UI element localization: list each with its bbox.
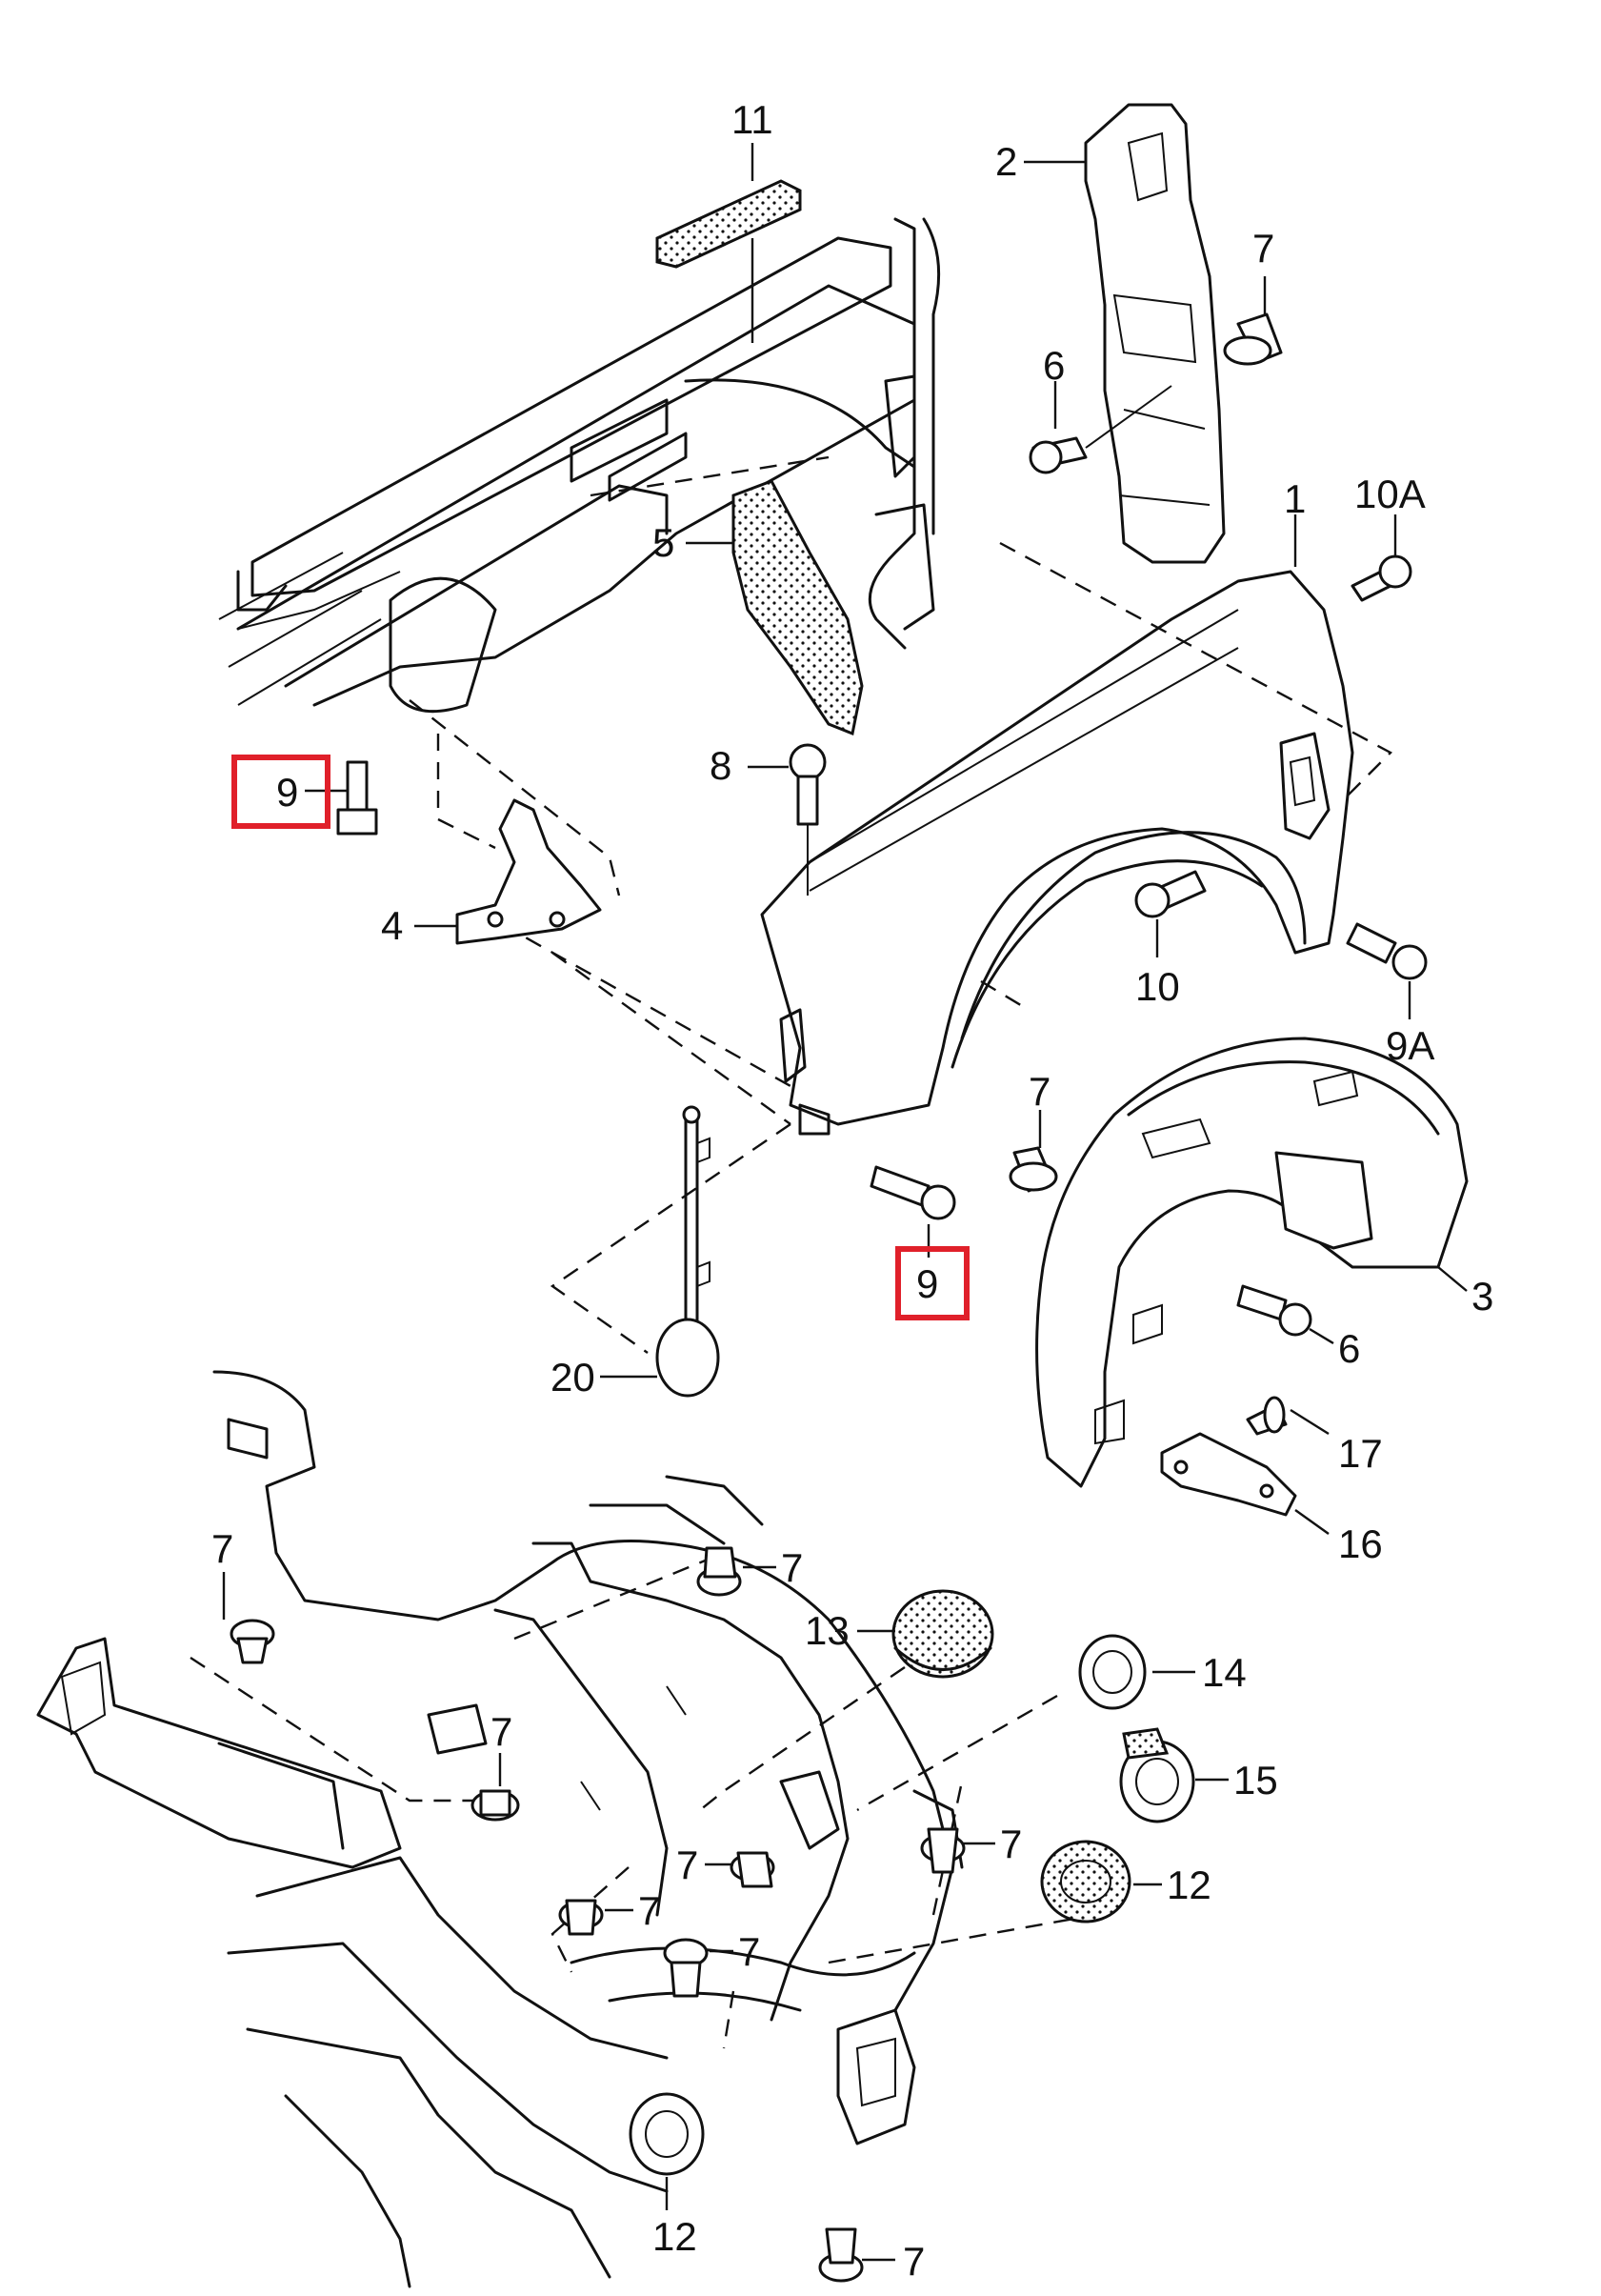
part-15-grommet (1119, 1727, 1229, 1823)
callout-9-right: 9 (916, 1261, 938, 1306)
part-5-foam-wedge (686, 479, 864, 736)
assembly-lines-upper (409, 455, 1392, 1354)
upper-body-structure (218, 217, 941, 714)
callout-10a: 10A (1354, 472, 1426, 516)
callout-14: 14 (1202, 1650, 1247, 1695)
callout-17: 17 (1338, 1431, 1383, 1476)
part-11-foam-strip (655, 143, 802, 343)
callout-6-lower: 6 (1338, 1326, 1360, 1371)
callout-7-l3: 7 (490, 1709, 512, 1754)
highlight-box-9-right (895, 1246, 970, 1320)
callout-8: 8 (710, 743, 731, 788)
part-14-grommet (1078, 1634, 1195, 1710)
part-12-grommet-right (1040, 1840, 1162, 1923)
callout-4: 4 (381, 903, 403, 948)
part-7-clip-l8 (818, 2227, 895, 2283)
callout-7-l2: 7 (781, 1545, 803, 1590)
part-1-fender (760, 514, 1354, 1136)
part-7-clip-l1 (222, 1572, 275, 1664)
part-17-clip (1246, 1396, 1330, 1436)
callout-7-l5: 7 (676, 1843, 698, 1887)
part-7-clip-mid (1009, 1110, 1058, 1193)
part-8-bolt (748, 743, 827, 896)
part-10-bolt (1134, 870, 1207, 957)
callout-7-l4: 7 (1000, 1822, 1022, 1866)
callout-7-l1: 7 (211, 1526, 233, 1571)
part-16-bracket (1160, 1432, 1330, 1535)
callout-1: 1 (1284, 476, 1306, 521)
callout-13: 13 (805, 1608, 850, 1653)
part-7-clip-l3 (470, 1753, 520, 1822)
callout-7-l6: 7 (638, 1888, 660, 1933)
callout-6-upper: 6 (1043, 343, 1065, 388)
callout-15: 15 (1233, 1758, 1278, 1803)
part-7-clip-l5 (705, 1851, 775, 1888)
part-9-bolt-left (305, 760, 378, 836)
lower-body-structure (36, 1370, 964, 2288)
highlight-box-9-left (231, 755, 330, 829)
part-12-grommet-left (629, 2092, 705, 2210)
part-2-bracket (1024, 103, 1226, 564)
part-7-clip-l4 (920, 1827, 995, 1874)
part-7-clip-l6 (558, 1899, 633, 1936)
callout-5: 5 (652, 520, 674, 565)
part-7-clip-l2 (696, 1546, 776, 1597)
part-4-bracket (414, 798, 602, 945)
highlight-boxes (231, 755, 970, 1320)
callout-labels: 11 2 7 6 5 1 10A 9 8 4 10 9A 7 9 3 6 20 … (211, 97, 1493, 2284)
callout-10: 10 (1135, 964, 1180, 1009)
part-7-clip-upper (1223, 276, 1283, 366)
callout-11: 11 (731, 97, 773, 142)
part-3-liner (1035, 1037, 1469, 1488)
callout-7-l8: 7 (903, 2239, 925, 2284)
callout-20: 20 (550, 1355, 595, 1400)
callout-9-left: 9 (276, 770, 298, 815)
callout-16: 16 (1338, 1521, 1383, 1566)
part-20-rod (600, 1105, 720, 1398)
part-6-bolt-lower (1236, 1284, 1334, 1345)
part-6-bolt-upper (1029, 381, 1172, 474)
callout-9a: 9A (1386, 1023, 1434, 1068)
callout-12-left: 12 (652, 2214, 697, 2259)
part-7-clip-l7 (663, 1938, 733, 1998)
part-9-bolt-right (870, 1165, 956, 1258)
part-13-plug (857, 1589, 994, 1679)
part-10a-bolt (1351, 514, 1412, 602)
callout-7-l7: 7 (738, 1929, 760, 1974)
callout-12-right: 12 (1167, 1863, 1211, 1907)
callout-3: 3 (1471, 1274, 1493, 1319)
callout-7-mid: 7 (1029, 1069, 1051, 1114)
callout-7-upper: 7 (1252, 226, 1274, 271)
callout-2: 2 (995, 139, 1017, 184)
part-9a-bolt (1346, 922, 1428, 1019)
